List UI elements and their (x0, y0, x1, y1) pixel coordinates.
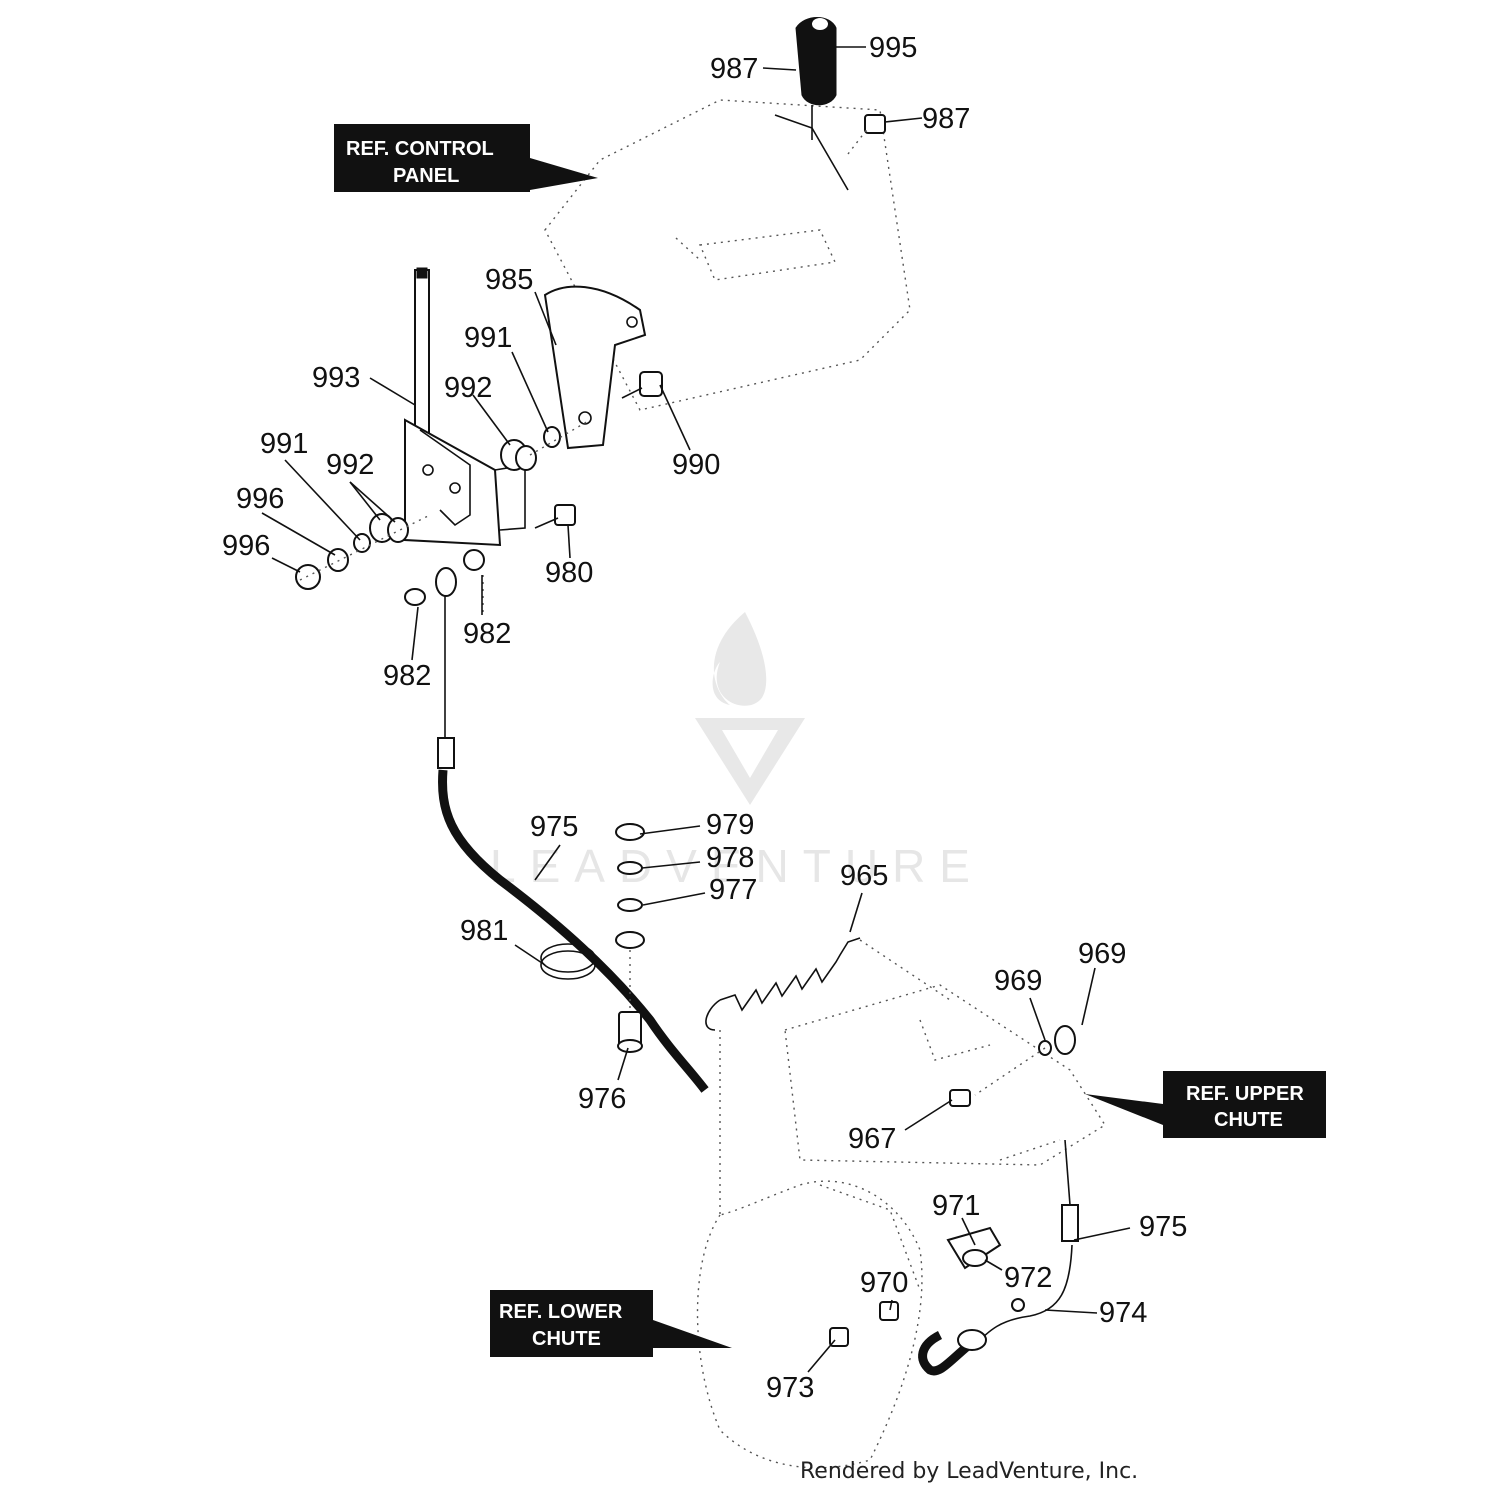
cable-coil-981 (540, 943, 596, 980)
control-panel-outline (544, 99, 911, 411)
shift-knob-995 (795, 17, 837, 106)
callout-985: 985 (485, 264, 533, 296)
callout-969: 969 (994, 965, 1042, 997)
lower-chute-outline (696, 1180, 923, 1469)
callout-977: 977 (709, 874, 757, 906)
callout-974: 974 (1099, 1297, 1147, 1329)
callout-975: 975 (1139, 1211, 1187, 1243)
screw-987 (847, 114, 886, 155)
callout-973: 973 (766, 1372, 814, 1404)
leadventure-watermark: LEADVENTURE (490, 612, 984, 892)
callout-992: 992 (326, 449, 374, 481)
callout-965: 965 (840, 860, 888, 892)
callout-981: 981 (460, 915, 508, 947)
bolt-967 (949, 1089, 971, 1107)
callout-972: 972 (1004, 1262, 1052, 1294)
leader-lines (261, 46, 1131, 1373)
callout-993: 993 (312, 362, 360, 394)
callout-976: 976 (578, 1083, 626, 1115)
watermark-text: LEADVENTURE (490, 840, 984, 892)
callouts: 995 987 987 985 991 992 993 990 991 992 … (222, 32, 1187, 1404)
shift-rod-993 (414, 267, 430, 436)
callout-967: 967 (848, 1123, 896, 1155)
callout-971: 971 (932, 1190, 980, 1222)
callout-987: 987 (922, 103, 970, 135)
panel-plate-985 (543, 285, 647, 450)
ref-lower-chute-label: REF. LOWER CHUTE (490, 1290, 732, 1357)
flame-logo-icon (712, 612, 767, 706)
svg-text:CHUTE: CHUTE (1214, 1109, 1283, 1131)
callout-979: 979 (706, 809, 754, 841)
svg-text:REF. LOWER: REF. LOWER (499, 1301, 623, 1323)
callout-978: 978 (706, 842, 754, 874)
callout-992: 992 (444, 372, 492, 404)
bolt-990 (621, 371, 663, 399)
svg-text:REF. UPPER: REF. UPPER (1186, 1083, 1304, 1105)
washers-991-992-lower (295, 513, 431, 590)
callout-982: 982 (383, 660, 431, 692)
callout-980: 980 (545, 557, 593, 589)
bolt-980 (534, 504, 576, 529)
footer-credit: Rendered by LeadVenture, Inc. (800, 1459, 1138, 1484)
clip-969 (974, 1025, 1076, 1096)
callout-996: 996 (222, 530, 270, 562)
callout-991: 991 (464, 322, 512, 354)
bracket-993 (404, 418, 526, 547)
ref-control-panel-label: REF. CONTROL PANEL (334, 124, 598, 192)
callout-996: 996 (236, 483, 284, 515)
svg-text:CHUTE: CHUTE (532, 1328, 601, 1350)
bolt-970 (879, 1301, 899, 1321)
ref-upper-chute-label: REF. UPPER CHUTE (1085, 1071, 1326, 1138)
spring-965 (705, 937, 951, 1031)
callout-987: 987 (710, 53, 758, 85)
callout-995: 995 (869, 32, 917, 64)
svg-text:PANEL: PANEL (393, 165, 459, 187)
fastener-stack (615, 823, 645, 1053)
bracket-971 (946, 1226, 1002, 1270)
callout-970: 970 (860, 1267, 908, 1299)
callout-982: 982 (463, 618, 511, 650)
callout-991: 991 (260, 428, 308, 460)
svg-text:REF. CONTROL: REF. CONTROL (346, 138, 494, 160)
upper-chute-outline (719, 984, 1106, 1215)
v-logo-icon (695, 718, 805, 805)
callout-969: 969 (1078, 938, 1126, 970)
callout-990: 990 (672, 449, 720, 481)
callout-975: 975 (530, 811, 578, 843)
clips-982 (404, 549, 485, 615)
